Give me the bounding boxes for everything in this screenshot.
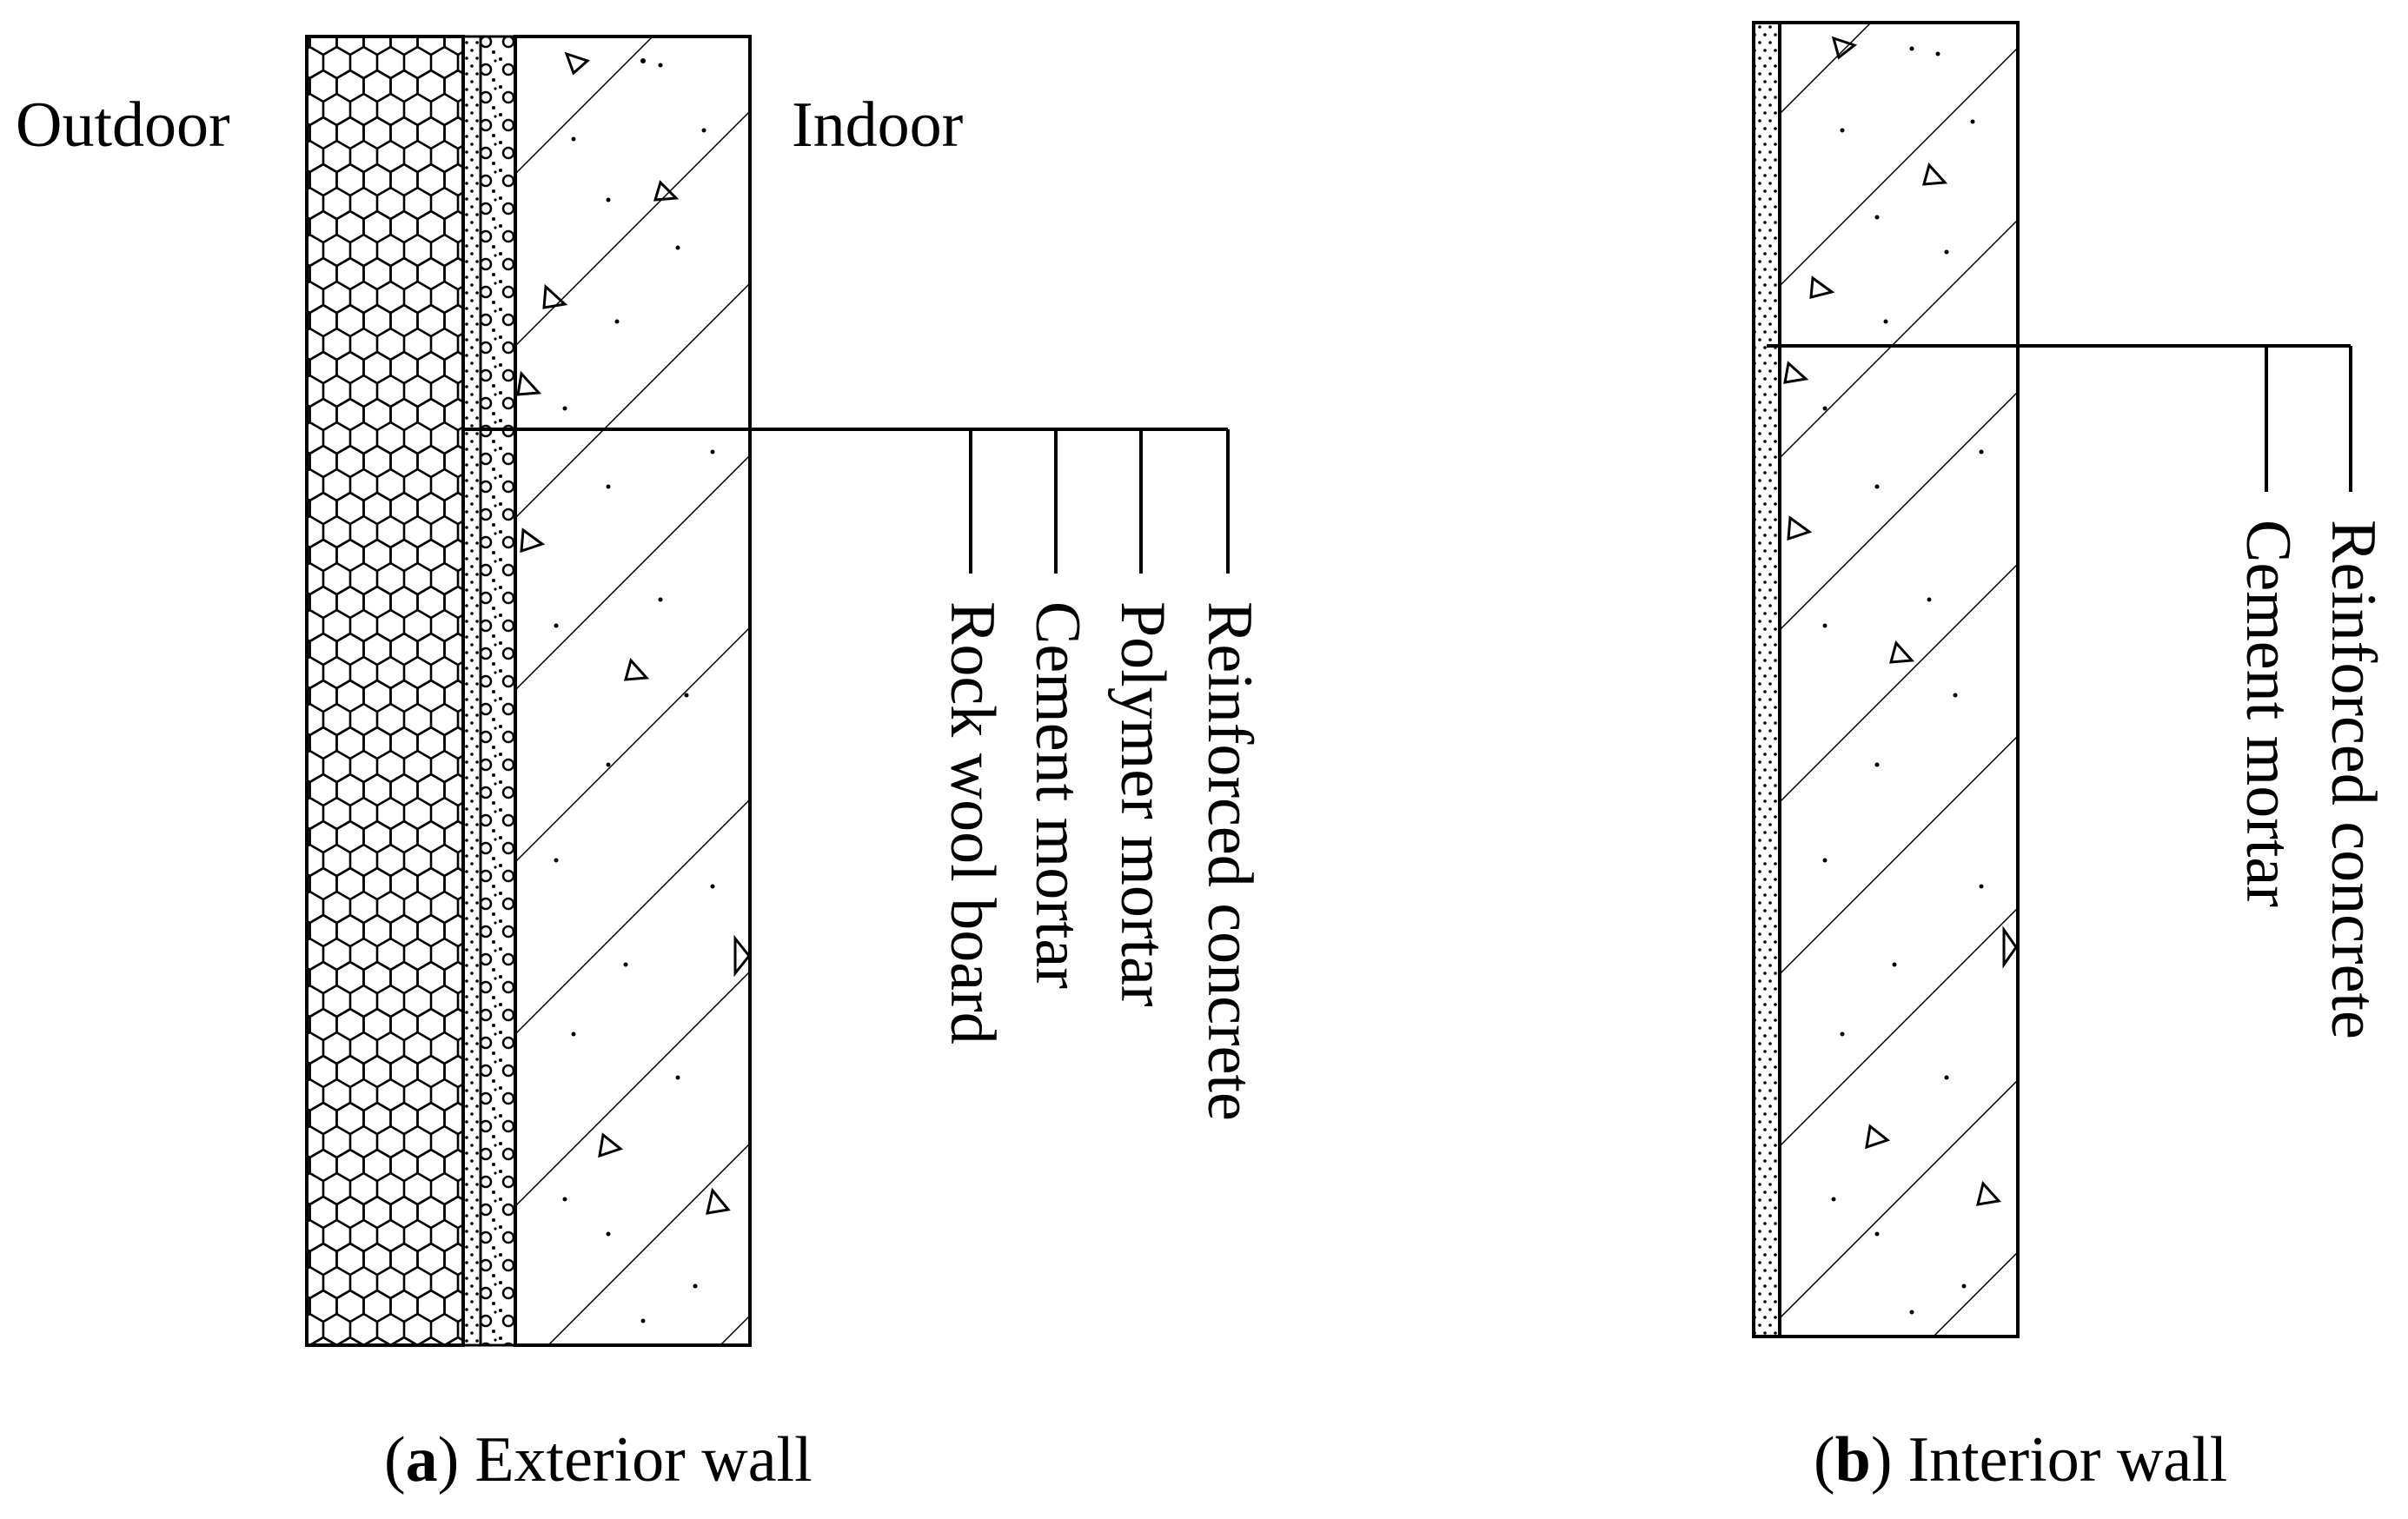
indoor-label: Indoor bbox=[792, 90, 963, 161]
outdoor-label: Outdoor bbox=[16, 90, 230, 161]
concrete-aggregate-marks-b bbox=[1783, 36, 2018, 1206]
caption-a: (a)Exterior wall bbox=[384, 1424, 813, 1496]
layer-label-cement-mortar-b: Cement mortar bbox=[2232, 520, 2304, 907]
panel-a-exterior-wall: Outdoor Indoor Rock wool board Cement mo… bbox=[16, 35, 1265, 1496]
layer-label-cement-mortar-a: Cement mortar bbox=[1022, 601, 1093, 989]
caption-a-text: Exterior wall bbox=[474, 1424, 812, 1496]
caption-b-letter: b bbox=[1835, 1424, 1871, 1496]
caption-b-close: ) bbox=[1871, 1424, 1893, 1496]
caption-b-text: Interior wall bbox=[1907, 1424, 2227, 1496]
panel-b-interior-wall: Cement mortar Reinforced concrete (b)Int… bbox=[1752, 21, 2389, 1496]
caption-a-open: ( bbox=[384, 1424, 406, 1496]
layer-label-polymer-mortar: Polymer mortar bbox=[1107, 601, 1178, 1007]
polymer-mortar-layer bbox=[479, 35, 517, 1347]
caption-b-open: ( bbox=[1814, 1424, 1835, 1496]
caption-b: (b)Interior wall bbox=[1814, 1424, 2227, 1496]
layer-label-reinforced-concrete-a: Reinforced concrete bbox=[1194, 601, 1265, 1121]
reinforced-concrete-layer-b bbox=[1778, 21, 2020, 1338]
layer-label-reinforced-concrete-b: Reinforced concrete bbox=[2318, 520, 2389, 1039]
reinforced-concrete-layer-a bbox=[514, 35, 752, 1347]
concrete-sand-dots-b bbox=[1822, 46, 1984, 1315]
cement-mortar-layer-a bbox=[461, 35, 482, 1347]
leader-lines-b bbox=[1767, 344, 2352, 492]
caption-a-letter: a bbox=[406, 1424, 438, 1496]
concrete-sand-dots-a bbox=[554, 58, 715, 1323]
leader-lines-a bbox=[463, 428, 1230, 574]
rock-wool-board-layer bbox=[305, 35, 465, 1347]
caption-a-close: ) bbox=[438, 1424, 460, 1496]
cement-mortar-layer-b bbox=[1752, 21, 1781, 1338]
layer-label-rock-wool-board: Rock wool board bbox=[937, 601, 1008, 1045]
concrete-aggregate-marks-a bbox=[516, 51, 751, 1215]
